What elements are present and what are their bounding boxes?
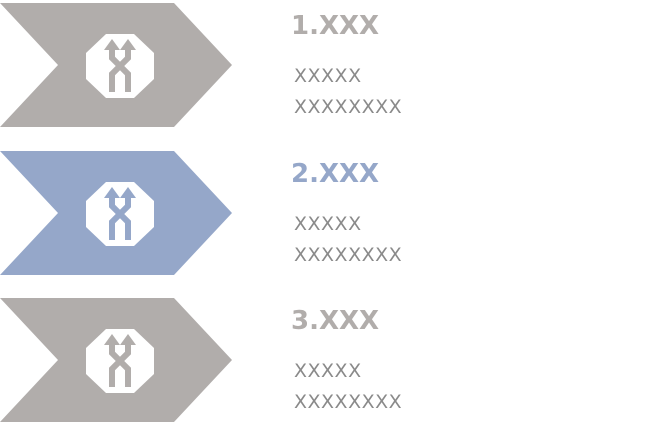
process-step-3: 3.XXX XXXXX XXXXXXXX xyxy=(0,298,655,422)
merge-arrows-octagon-icon xyxy=(86,34,154,98)
step-title: 2.XXX xyxy=(291,159,380,189)
merge-arrows-octagon-icon xyxy=(86,182,154,246)
step-line-1: XXXXX xyxy=(294,360,362,382)
step-title: 1.XXX xyxy=(291,11,380,41)
chevron-shape xyxy=(0,3,234,127)
step-title: 3.XXX xyxy=(291,306,380,336)
step-line-1: XXXXX xyxy=(294,213,362,235)
process-step-2: 2.XXX XXXXX XXXXXXXX xyxy=(0,151,655,275)
step-line-1: XXXXX xyxy=(294,65,362,87)
chevron-shape xyxy=(0,151,234,275)
step-line-2: XXXXXXXX xyxy=(294,244,403,266)
step-line-2: XXXXXXXX xyxy=(294,391,403,413)
chevron-shape xyxy=(0,298,234,422)
process-step-1: 1.XXX XXXXX XXXXXXXX xyxy=(0,3,655,127)
step-line-2: XXXXXXXX xyxy=(294,96,403,118)
merge-arrows-octagon-icon xyxy=(86,329,154,393)
